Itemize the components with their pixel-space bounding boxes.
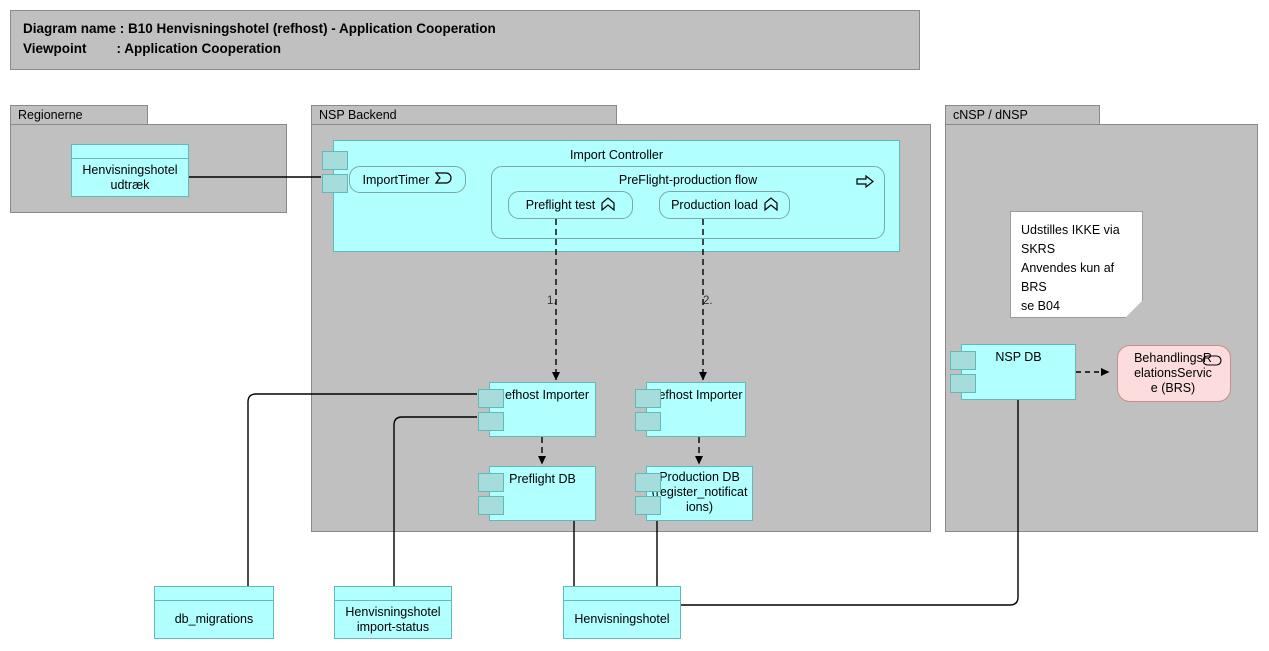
node-preflight-production-flow[interactable]: PreFlight-production flow — [491, 166, 885, 239]
node-henvisningshotel-udtraek[interactable]: Henvisningshotel udtræk — [71, 144, 189, 197]
node-label: Import Controller — [569, 148, 664, 162]
node-label: Henvisningshotel udtræk — [82, 162, 178, 192]
node-label: Preflight test — [525, 198, 596, 212]
group-body-cnsp-dnsp — [945, 124, 1258, 532]
process-arrow-icon — [856, 174, 874, 191]
node-import-status[interactable]: Henvisningshotel import-status — [334, 586, 452, 639]
component-tab-lower — [950, 374, 976, 393]
data-object-bar — [335, 587, 451, 601]
flow-label-2: 2. — [703, 295, 713, 307]
node-brs-service[interactable]: BehandlingsR elationsServic e (BRS) — [1117, 345, 1231, 402]
function-chevron-icon — [764, 196, 778, 214]
viewpoint-line: Viewpoint : Application Cooperation — [23, 41, 282, 56]
component-tab-upper — [950, 351, 976, 370]
flow-label-1: 1. — [547, 295, 557, 307]
node-preflight-db[interactable]: Preflight DB — [478, 466, 596, 521]
node-label: Henvisningshotel import-status — [345, 604, 441, 634]
note-line-3: Anvendes kun af BRS — [1021, 261, 1115, 294]
service-oval-icon — [1202, 355, 1222, 370]
component-tab-upper — [635, 473, 661, 492]
group-header-cnsp-dnsp: cNSP / dNSP — [945, 105, 1100, 125]
node-refhost-importer-2[interactable]: Refhost Importer — [635, 382, 746, 437]
component-tab-lower — [322, 174, 348, 193]
group-header-regionerne: Regionerne — [10, 105, 148, 125]
node-label: Production DB (register_notificat ions) — [651, 470, 748, 514]
node-label: Refhost Importer — [649, 388, 743, 402]
node-nsp-db[interactable]: NSP DB — [950, 344, 1076, 400]
component-tab-upper — [635, 389, 661, 408]
component-tab-upper — [322, 151, 348, 170]
diagram-name-line: Diagram name : B10 Henvisningshotel (ref… — [23, 21, 496, 36]
node-henvisningshotel[interactable]: Henvisningshotel — [563, 586, 681, 639]
component-tab-upper — [478, 389, 504, 408]
event-icon — [435, 172, 452, 187]
data-object-bar — [72, 145, 188, 159]
node-label: BehandlingsR elationsServic e (BRS) — [1134, 351, 1212, 395]
node-label: Refhost Importer — [495, 388, 590, 402]
node-label: Henvisningshotel — [574, 612, 670, 626]
node-preflight-test[interactable]: Preflight test — [508, 191, 633, 219]
diagram-title-box: Diagram name : B10 Henvisningshotel (ref… — [10, 10, 920, 70]
component-tab-upper — [478, 473, 504, 492]
node-import-timer[interactable]: ImportTimer — [349, 166, 466, 193]
data-object-bar — [564, 587, 680, 601]
annotation-note: Udstilles IKKE via SKRS Anvendes kun af … — [1010, 211, 1143, 318]
node-refhost-importer-1[interactable]: Refhost Importer — [478, 382, 596, 437]
data-object-bar — [155, 587, 273, 601]
node-label: ImportTimer — [362, 172, 430, 187]
function-chevron-icon — [601, 196, 615, 214]
node-label: Preflight DB — [509, 472, 576, 486]
node-production-db[interactable]: Production DB (register_notificat ions) — [635, 466, 753, 521]
node-label: Production load — [671, 198, 758, 212]
note-line-1: Udstilles IKKE via SKRS — [1021, 223, 1120, 256]
component-tab-lower — [478, 412, 504, 431]
node-db-migrations[interactable]: db_migrations — [154, 586, 274, 639]
note-line-4: se B04 — [1021, 299, 1060, 313]
component-tab-lower — [635, 496, 661, 515]
node-label: PreFlight-production flow — [618, 173, 758, 187]
node-production-load[interactable]: Production load — [659, 191, 790, 219]
component-tab-lower — [478, 496, 504, 515]
group-header-nsp-backend: NSP Backend — [311, 105, 617, 125]
node-label: NSP DB — [995, 350, 1042, 364]
component-tab-lower — [635, 412, 661, 431]
node-label: db_migrations — [174, 612, 254, 626]
